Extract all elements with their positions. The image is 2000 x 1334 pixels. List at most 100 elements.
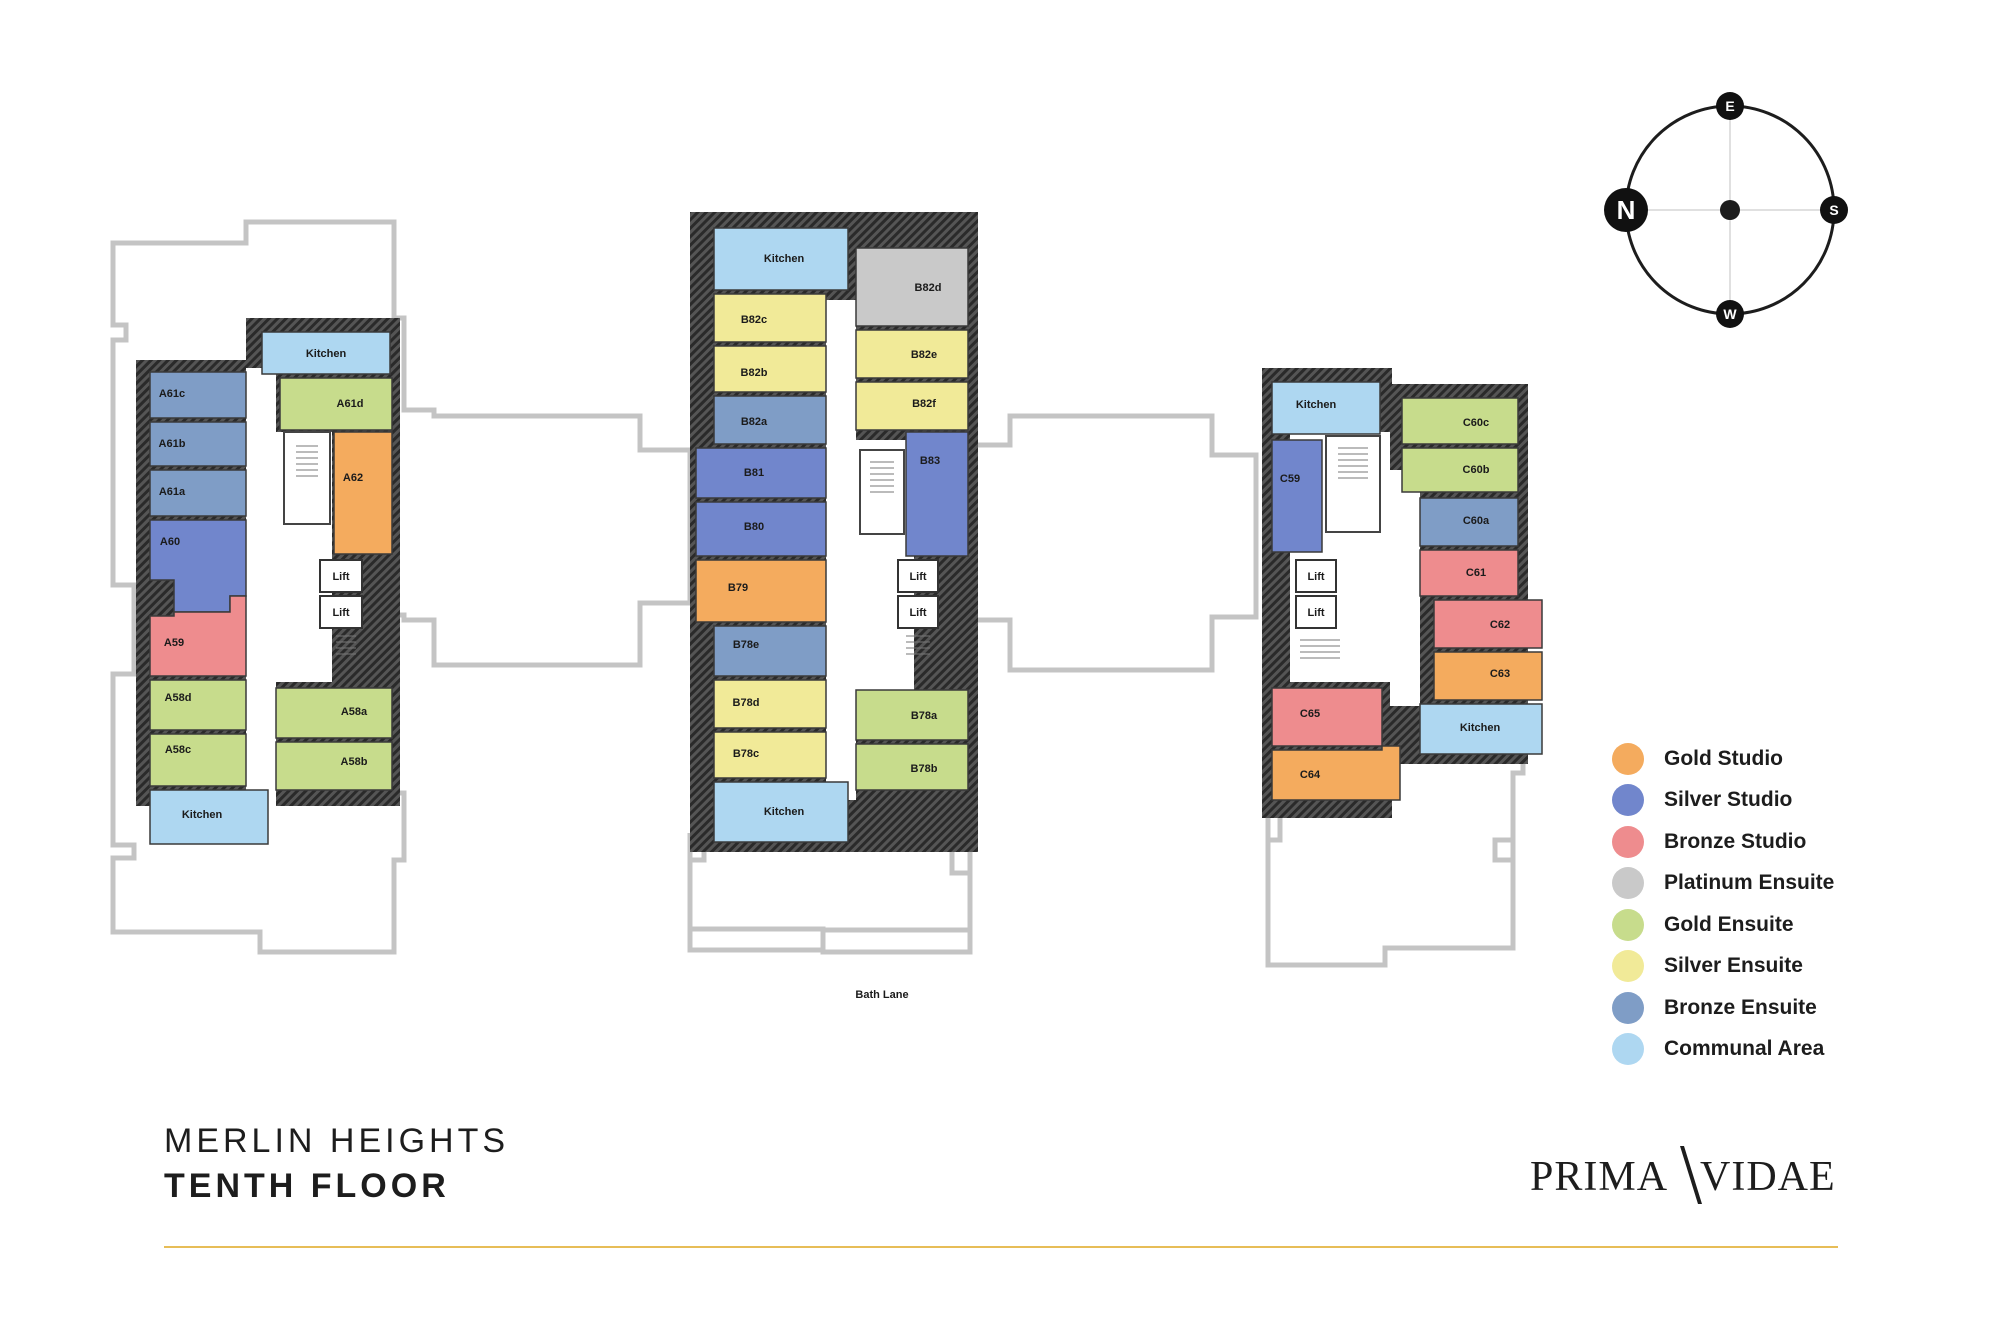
room-b78e bbox=[713, 625, 827, 677]
compass-west-label: W bbox=[1723, 306, 1737, 322]
room-a-kitchen-south bbox=[149, 789, 269, 845]
room-a58b bbox=[275, 741, 393, 791]
legend-item-gold-studio: Gold Studio bbox=[1612, 738, 1932, 780]
block-b-stair-south bbox=[906, 635, 930, 655]
block-b-lift-1 bbox=[897, 559, 939, 593]
legend-label: Silver Ensuite bbox=[1664, 954, 1803, 978]
block-c-rooms bbox=[1271, 381, 1543, 801]
label-b78c: B78c bbox=[733, 748, 759, 760]
label-a58a: A58a bbox=[341, 706, 368, 718]
room-a58a bbox=[275, 687, 393, 739]
legend-label: Silver Studio bbox=[1664, 788, 1793, 812]
compass-center bbox=[1720, 200, 1740, 220]
room-a-kitchen-north bbox=[261, 331, 391, 375]
label-b82a: B82a bbox=[741, 416, 768, 428]
legend-label: Gold Studio bbox=[1664, 746, 1783, 770]
room-c60b bbox=[1401, 447, 1519, 493]
room-a59 bbox=[149, 595, 247, 677]
block-c-corridor bbox=[1390, 470, 1420, 706]
block-a-stair-south bbox=[336, 635, 356, 655]
block-c-outline bbox=[1265, 757, 1526, 968]
label-b81: B81 bbox=[744, 467, 764, 479]
room-b82e bbox=[855, 329, 969, 379]
room-b80 bbox=[695, 501, 827, 557]
room-a61d bbox=[279, 377, 393, 431]
label-b82b: B82b bbox=[741, 367, 768, 379]
room-b78d bbox=[713, 679, 827, 729]
room-b82c bbox=[713, 293, 827, 343]
legend-label: Bronze Ensuite bbox=[1664, 995, 1817, 1019]
block-c-lift-2-label: Lift bbox=[1307, 607, 1324, 619]
prima-vidae-logo: PRIMA VIDAE bbox=[1530, 1146, 1836, 1204]
block-a-lift-2-label: Lift bbox=[332, 607, 349, 619]
label-a-kitchen-south: Kitchen bbox=[182, 809, 223, 821]
label-c-kitchen-north: Kitchen bbox=[1296, 399, 1337, 411]
block-c: Lift Lift Kitchen C59 C60c C60b C60a C61… bbox=[1262, 368, 1543, 818]
room-c61 bbox=[1419, 549, 1519, 597]
room-b82d bbox=[855, 247, 969, 327]
legend-item-bronze-ensuite: Bronze Ensuite bbox=[1612, 987, 1932, 1029]
legend-item-silver-ensuite: Silver Ensuite bbox=[1612, 946, 1932, 988]
building-name: MERLIN HEIGHTS bbox=[164, 1122, 510, 1160]
label-c60a: C60a bbox=[1463, 515, 1490, 527]
legend-item-communal-area: Communal Area bbox=[1612, 1029, 1932, 1071]
legend: Gold Studio Silver Studio Bronze Studio … bbox=[1612, 738, 1932, 1070]
label-c61: C61 bbox=[1466, 567, 1486, 579]
legend-swatch bbox=[1612, 825, 1644, 858]
room-b83 bbox=[905, 431, 969, 557]
label-b83: B83 bbox=[920, 455, 940, 467]
logo-wordmark-2: VIDAE bbox=[1700, 1154, 1836, 1200]
label-b79: B79 bbox=[728, 582, 748, 594]
label-c-kitchen-south: Kitchen bbox=[1460, 722, 1501, 734]
block-a-stair bbox=[283, 431, 331, 525]
label-b82e: B82e bbox=[911, 349, 937, 361]
block-c-lift-1-label: Lift bbox=[1307, 571, 1324, 583]
block-c-lift-1 bbox=[1295, 559, 1337, 593]
block-b-lift-2 bbox=[897, 595, 939, 629]
block-a-corridor bbox=[246, 368, 276, 808]
compass-north-label: N bbox=[1617, 195, 1636, 225]
compass-east-label: E bbox=[1725, 98, 1734, 114]
legend-item-platinum-ensuite: Platinum Ensuite bbox=[1612, 863, 1932, 905]
compass: N E S W bbox=[1604, 92, 1848, 328]
label-c63: C63 bbox=[1490, 668, 1510, 680]
label-b-kitchen-south: Kitchen bbox=[764, 806, 805, 818]
label-c59: C59 bbox=[1280, 473, 1300, 485]
label-a58d: A58d bbox=[165, 692, 192, 704]
room-c59 bbox=[1271, 439, 1323, 553]
block-a: Lift Lift Kitchen A61c A61b A61a A61d A6… bbox=[136, 318, 400, 845]
label-b82f: B82f bbox=[912, 398, 936, 410]
room-c60a bbox=[1419, 497, 1519, 547]
legend-label: Platinum Ensuite bbox=[1664, 871, 1835, 895]
room-a62 bbox=[333, 431, 393, 555]
label-a61d: A61d bbox=[337, 398, 364, 410]
room-c-kitchen-north bbox=[1271, 381, 1381, 435]
room-c62 bbox=[1433, 599, 1543, 649]
room-b-kitchen-north bbox=[713, 227, 849, 291]
legend-swatch bbox=[1612, 1033, 1644, 1066]
legend-item-gold-ensuite: Gold Ensuite bbox=[1612, 904, 1932, 946]
block-a-lift-2 bbox=[319, 595, 363, 629]
block-b-lift-1-label: Lift bbox=[909, 571, 926, 583]
floor-title: TENTH FLOOR bbox=[164, 1167, 450, 1205]
label-a61a: A61a bbox=[159, 486, 186, 498]
street-label: Bath Lane bbox=[855, 989, 908, 1001]
label-b-kitchen-north: Kitchen bbox=[764, 253, 805, 265]
compass-south-marker bbox=[1820, 196, 1848, 224]
block-c-stair-south bbox=[1300, 639, 1340, 659]
block-b-lift-2-label: Lift bbox=[909, 607, 926, 619]
accent-rule bbox=[164, 1246, 1838, 1248]
room-c65 bbox=[1271, 687, 1383, 747]
label-a61c: A61c bbox=[159, 388, 185, 400]
room-a58d bbox=[149, 679, 247, 731]
label-c62: C62 bbox=[1490, 619, 1510, 631]
logo-slash bbox=[1680, 1146, 1702, 1204]
block-a-lift-1 bbox=[319, 559, 363, 593]
compass-north-marker bbox=[1604, 188, 1648, 232]
label-a60: A60 bbox=[160, 536, 180, 548]
room-b79 bbox=[695, 559, 827, 623]
label-a-kitchen-north: Kitchen bbox=[306, 348, 347, 360]
compass-east-marker bbox=[1716, 92, 1744, 120]
label-c60b: C60b bbox=[1463, 464, 1490, 476]
legend-item-bronze-studio: Bronze Studio bbox=[1612, 821, 1932, 863]
